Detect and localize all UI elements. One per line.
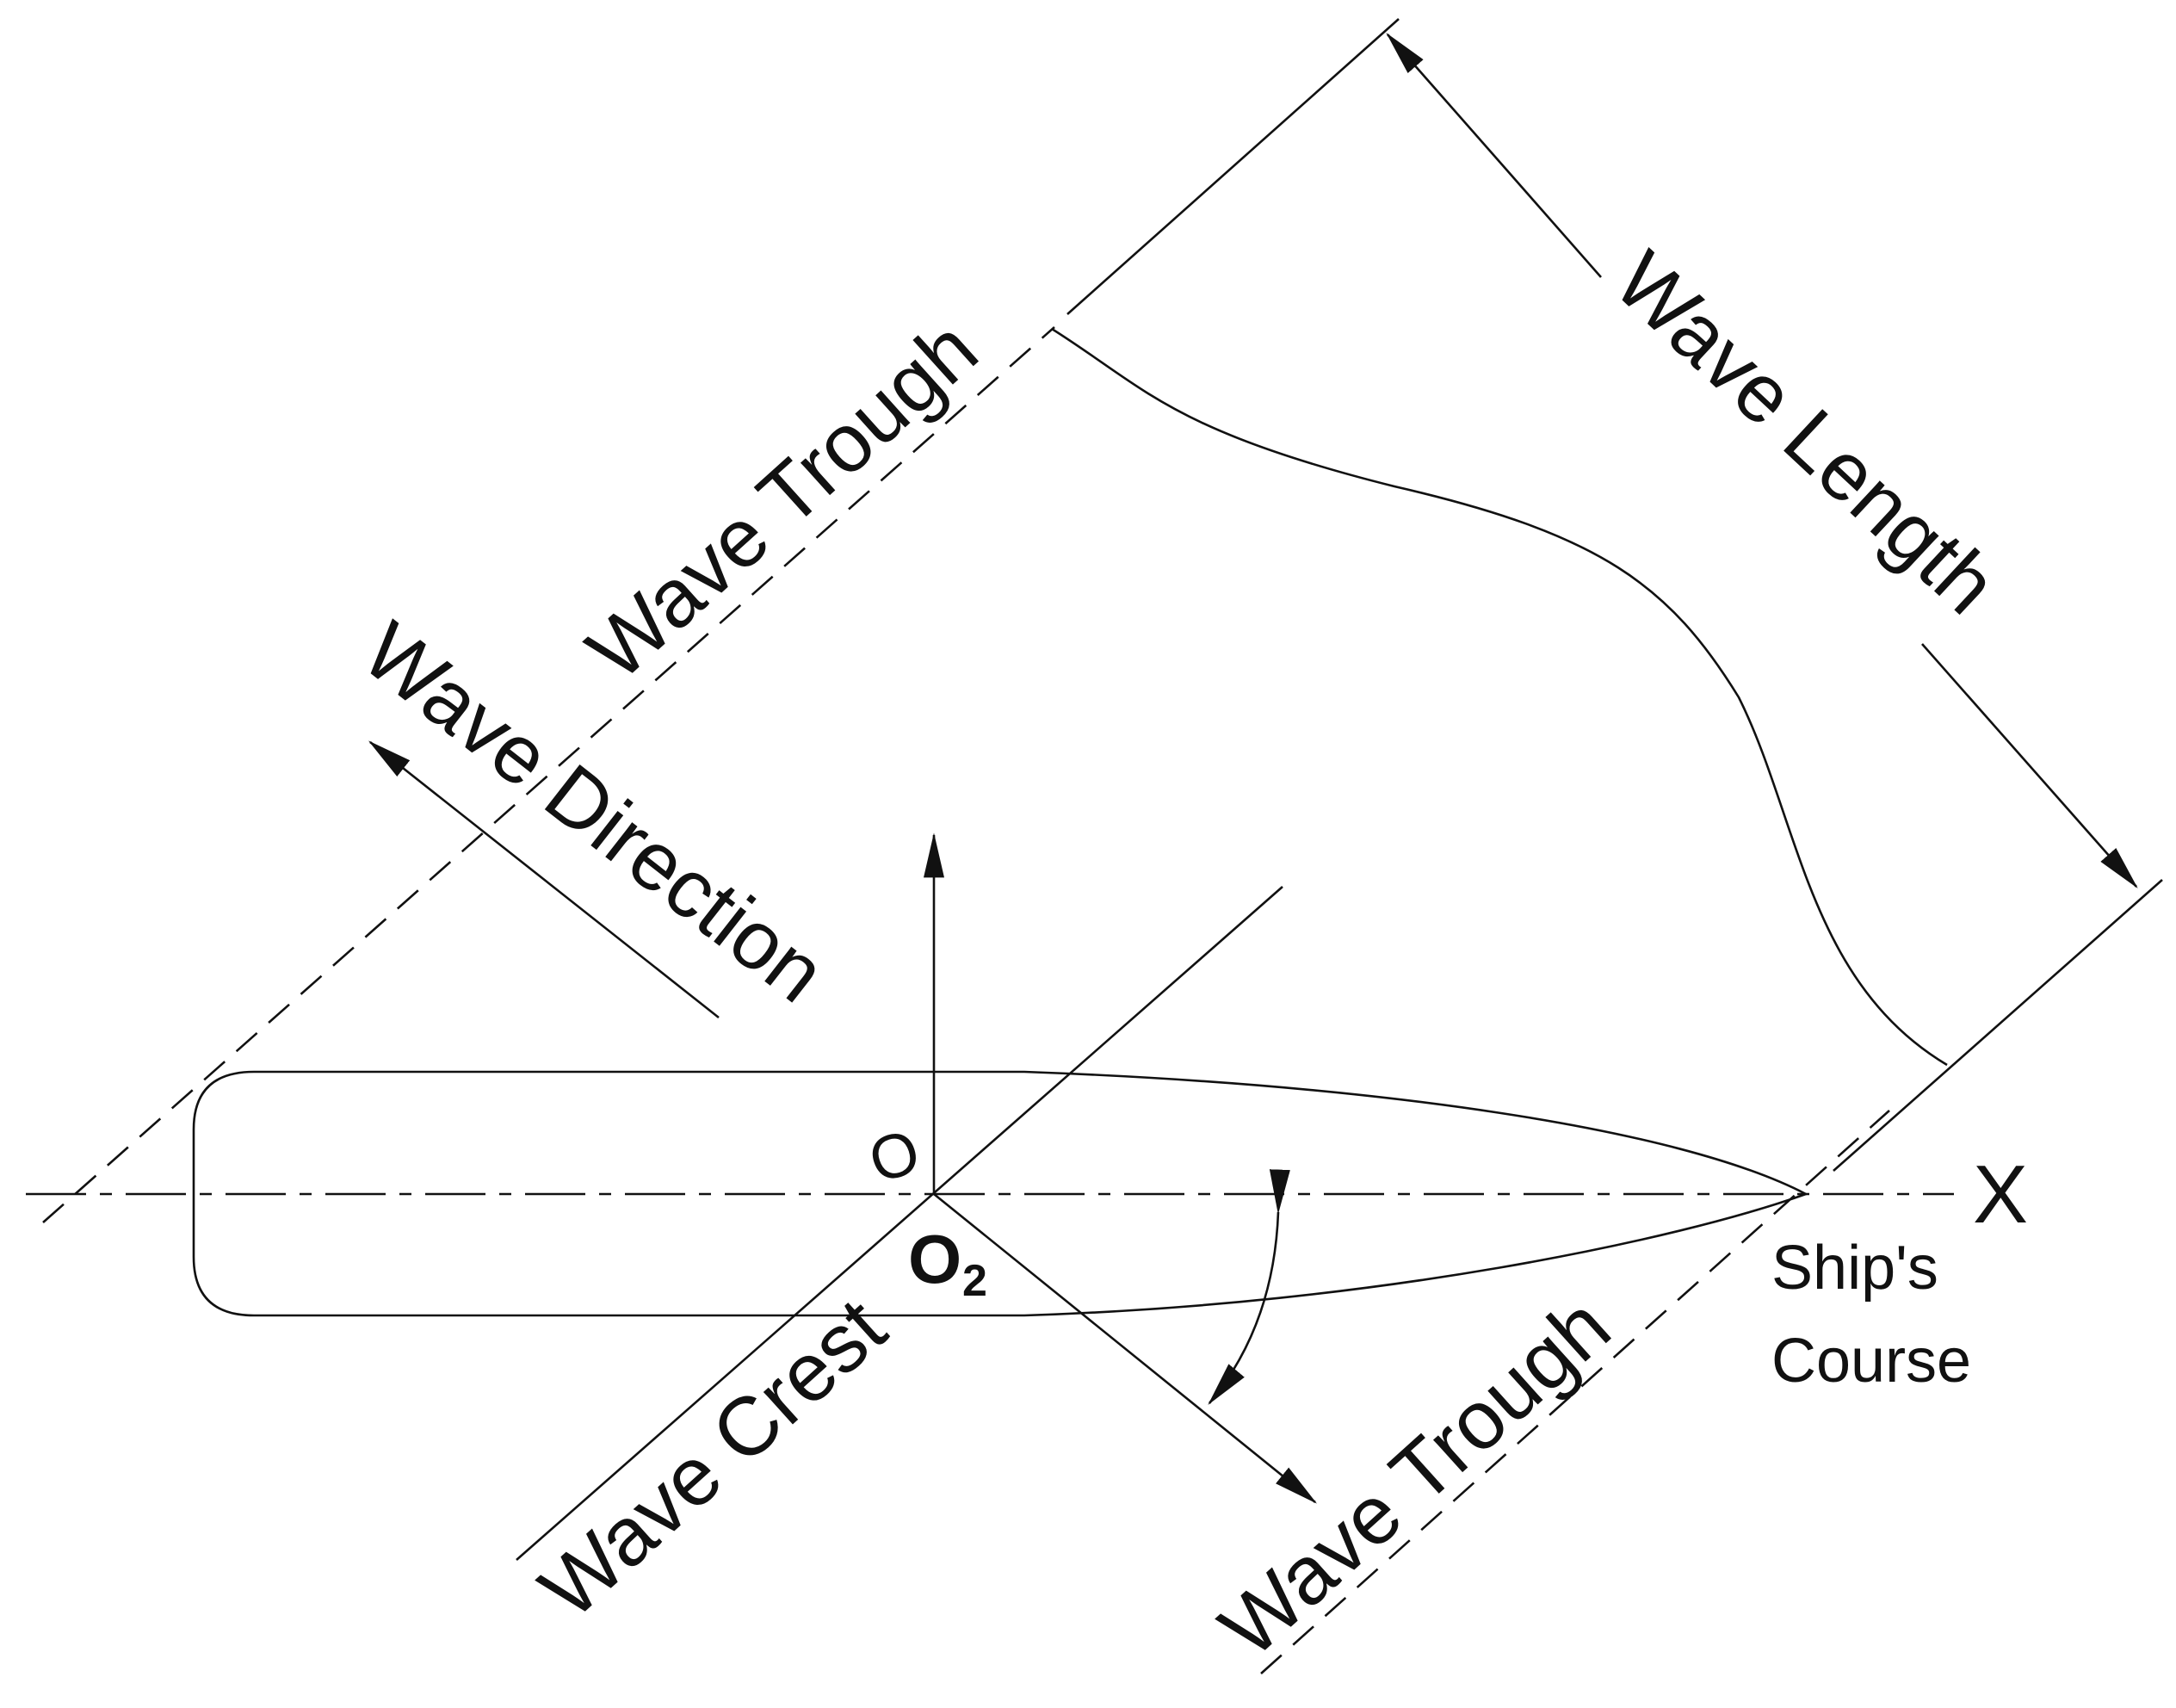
- label-origin-o2-subscript: 2: [962, 1256, 987, 1306]
- wave-length-extension-bottom: [1833, 879, 2163, 1172]
- label-wave-crest: Wave Crest: [522, 1281, 903, 1637]
- heading-angle-arc-arrow: [1208, 1169, 1290, 1405]
- label-wave-trough-upper: Wave Trough: [570, 302, 994, 697]
- wave-length-arrow-top: [1386, 33, 1602, 278]
- wave-direction-arrow: [368, 740, 720, 1019]
- label-wave-trough-lower: Wave Trough: [1202, 1279, 1627, 1674]
- label-origin-o: O: [861, 1117, 928, 1197]
- label-x-axis: X: [1973, 1148, 2028, 1241]
- label-origin-o2-main: O: [908, 1221, 961, 1297]
- label-ships-course-line1: Ship's: [1771, 1234, 1938, 1303]
- label-wave-length: Wave Length: [1598, 234, 2014, 632]
- wave-crest-line: [516, 886, 1283, 1561]
- wave-length-arrow-bottom: [1921, 643, 2138, 888]
- wave-length-extension-top: [1066, 18, 1400, 315]
- wave-profile-curve: [1051, 327, 1948, 1067]
- label-ships-course-line2: Course: [1771, 1327, 1971, 1395]
- wave-propagation-arrow: [933, 1192, 1318, 1504]
- label-origin-o2: O 2: [908, 1221, 987, 1306]
- wave-trough-line-upper: [42, 326, 1055, 1223]
- ship-hull-outline: [192, 1070, 1809, 1317]
- wave-trough-line-lower: [1260, 1110, 1890, 1674]
- label-wave-direction: Wave Direction: [346, 604, 842, 1020]
